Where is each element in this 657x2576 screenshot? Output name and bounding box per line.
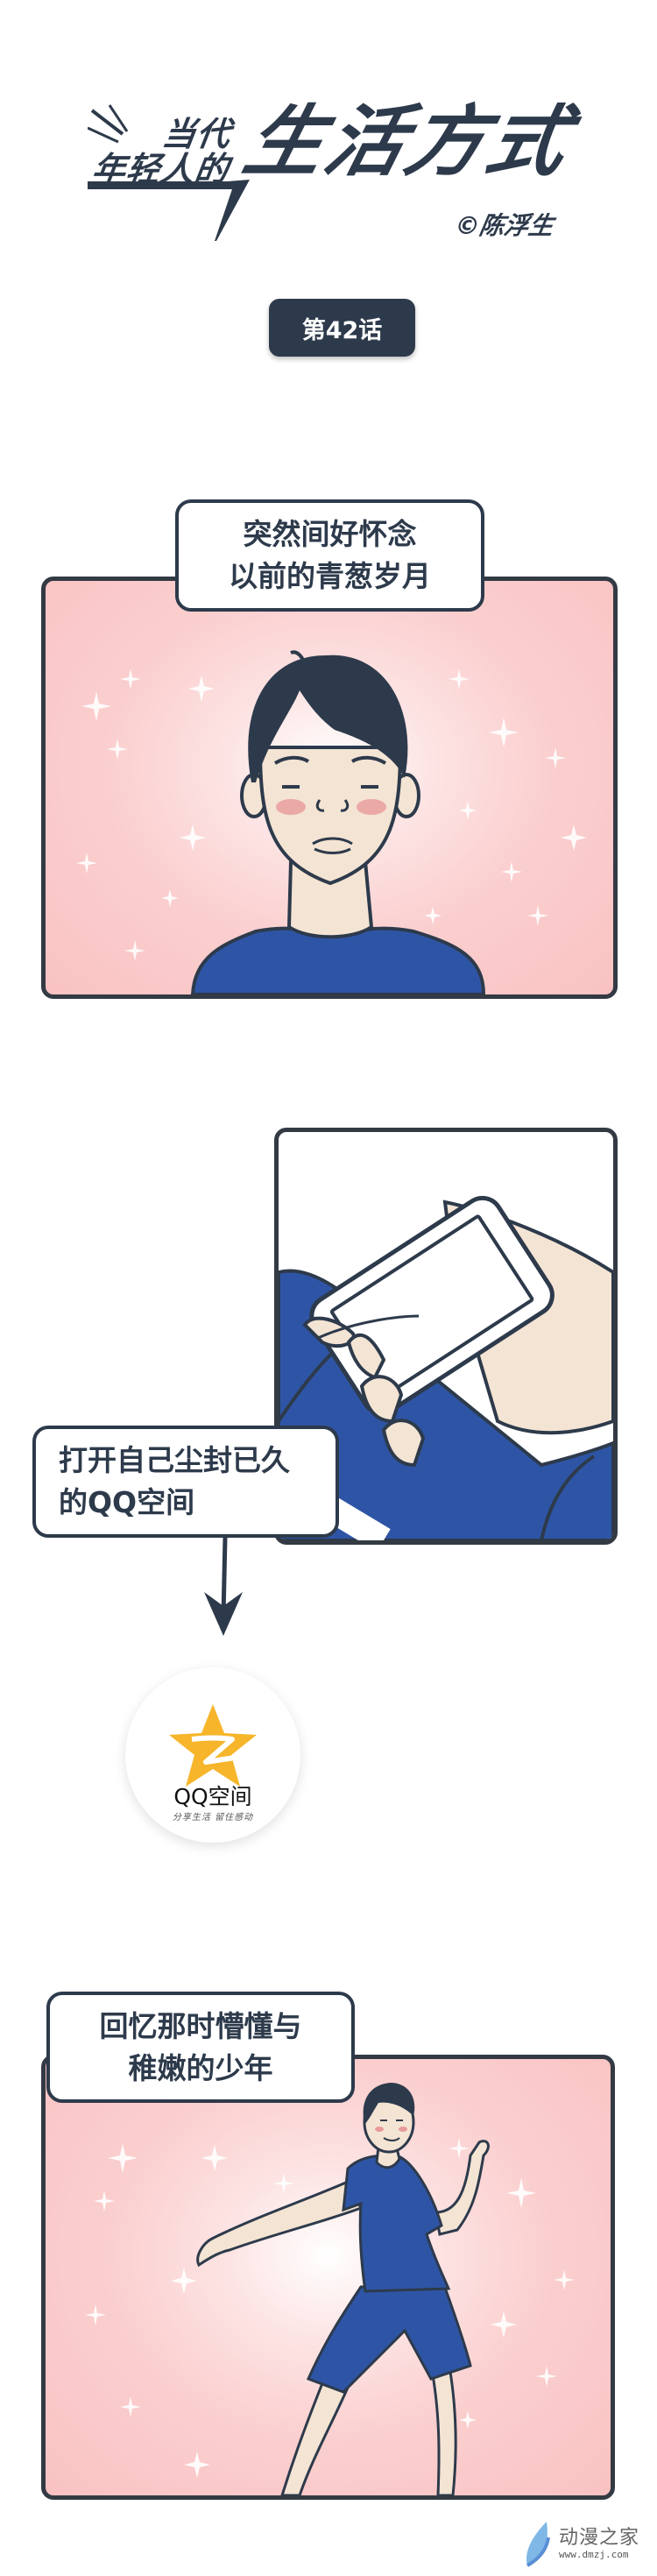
qzone-slogan: 分享生活 留住感动 <box>172 1813 254 1822</box>
title-check-stroke <box>88 180 250 241</box>
author-credit: ©陈浮生 <box>452 211 556 240</box>
panel-1-nostalgic-face <box>41 577 618 999</box>
caption-1: 突然间好怀念 以前的青葱岁月 <box>175 499 484 612</box>
watermark-name: 动漫之家 <box>559 2527 640 2549</box>
caption-2-line-2: 的QQ空间 <box>59 1485 195 1519</box>
panel-2-phone-in-hand <box>274 1128 618 1545</box>
sparkles-icon <box>85 2138 575 2478</box>
caption-3-line-1: 回忆那时懵懂与 <box>99 2009 302 2043</box>
qzone-name: QQ空间 <box>173 1784 252 1809</box>
caption-1-line-1: 突然间好怀念 <box>243 517 417 551</box>
caption-2: 打开自己尘封已久 的QQ空间 <box>32 1426 339 1538</box>
panel-3-dancing-youth <box>41 2055 615 2500</box>
dmzj-feather-logo-icon <box>526 2522 550 2567</box>
caption-2-line-1: 打开自己尘封已久 <box>59 1443 290 1477</box>
title-main: 生活方式 <box>236 96 581 187</box>
qzone-app-logo: QQ空间 分享生活 留住感动 <box>125 1667 300 1843</box>
young-man-portrait <box>76 650 587 994</box>
sparkles-icon <box>76 669 587 961</box>
emphasis-lines-icon <box>88 104 129 144</box>
caption-1-line-2: 以前的青葱岁月 <box>229 559 431 593</box>
caption-3: 回忆那时懵懂与 稚嫩的少年 <box>46 1992 355 2103</box>
dmzj-watermark: 动漫之家 www.dmzj.com <box>522 2520 653 2569</box>
episode-badge: 第42话 <box>269 299 415 357</box>
down-arrow-icon <box>204 1538 243 1636</box>
dancing-young-man <box>85 2083 575 2495</box>
qzone-star-icon <box>169 1704 257 1787</box>
watermark-url: www.dmzj.com <box>559 2549 629 2560</box>
caption-3-line-2: 稚嫩的少年 <box>128 2051 273 2085</box>
hand-holding-phone <box>279 1195 613 1540</box>
